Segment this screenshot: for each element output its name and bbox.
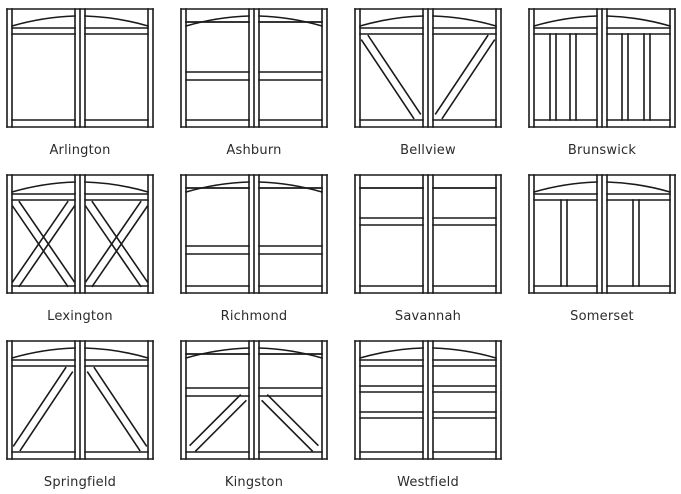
door-illustration-kingston [180,340,328,460]
door-illustration-springfield [6,340,154,460]
door-drawing-springfield[interactable] [5,340,155,460]
door-drawing-somerset[interactable] [527,174,677,294]
door-illustration-bellview [354,8,502,128]
door-style-label: Arlington [49,143,111,158]
door-drawing-arlington[interactable] [5,8,155,128]
door-drawing-westfield[interactable] [353,340,503,460]
door-drawing-bellview[interactable] [353,8,503,128]
door-style-label: Lexington [47,309,113,324]
door-style-label: Westfield [397,475,459,490]
door-drawing-brunswick[interactable] [527,8,677,128]
door-drawing-richmond[interactable] [179,174,329,294]
door-drawing-ashburn[interactable] [179,8,329,128]
door-illustration-richmond [180,174,328,294]
door-style-label: Springfield [43,475,117,490]
door-style-label: Bellview [400,143,456,158]
door-style-label: Richmond [220,309,288,324]
door-illustration-arlington [6,8,154,128]
door-drawing-kingston[interactable] [179,340,329,460]
door-style-label: Somerset [570,309,634,324]
door-illustration-lexington [6,174,154,294]
door-style-label: Savannah [394,309,462,324]
door-style-label: Ashburn [226,143,282,158]
door-style-label: Kingston [224,475,284,490]
door-illustration-ashburn [180,8,328,128]
door-style-label: Brunswick [567,143,637,158]
door-illustration-savannah [354,174,502,294]
door-drawing-lexington[interactable] [5,174,155,294]
door-illustration-westfield [354,340,502,460]
door-illustration-somerset [528,174,676,294]
door-illustration-brunswick [528,8,676,128]
door-drawing-savannah[interactable] [353,174,503,294]
